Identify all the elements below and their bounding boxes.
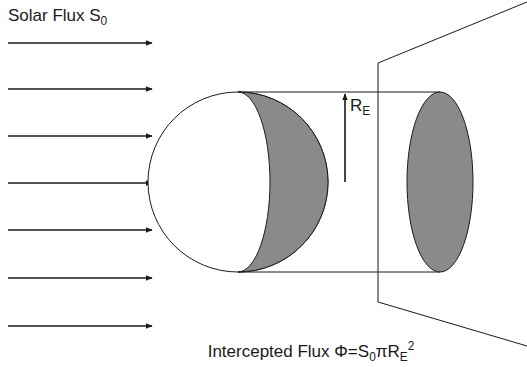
- label-text: R: [350, 96, 362, 115]
- flux-title: Solar Flux S0: [8, 5, 107, 32]
- subscript: E: [362, 104, 370, 118]
- superscript: 2: [408, 339, 415, 353]
- cylinder-edge: [238, 92, 440, 93]
- subscript: E: [400, 350, 408, 364]
- subscript: 0: [101, 14, 108, 28]
- subscript: 0: [369, 350, 376, 364]
- projection-plane: [378, 2, 527, 346]
- label-text: Intercepted Flux Φ=S: [208, 342, 369, 361]
- earth-sphere: [148, 92, 328, 272]
- label-text: Solar Flux S: [8, 6, 101, 25]
- flux-formula: Intercepted Flux Φ=S0πRE2: [208, 335, 415, 367]
- radius-arrow: [344, 94, 346, 182]
- solar-rays: [8, 43, 152, 326]
- lit-crescent: [238, 92, 328, 272]
- cylinder-edge: [238, 272, 440, 273]
- label-text: πR: [376, 342, 400, 361]
- radius-label: RE: [350, 95, 370, 122]
- shadow-disc: [407, 92, 473, 272]
